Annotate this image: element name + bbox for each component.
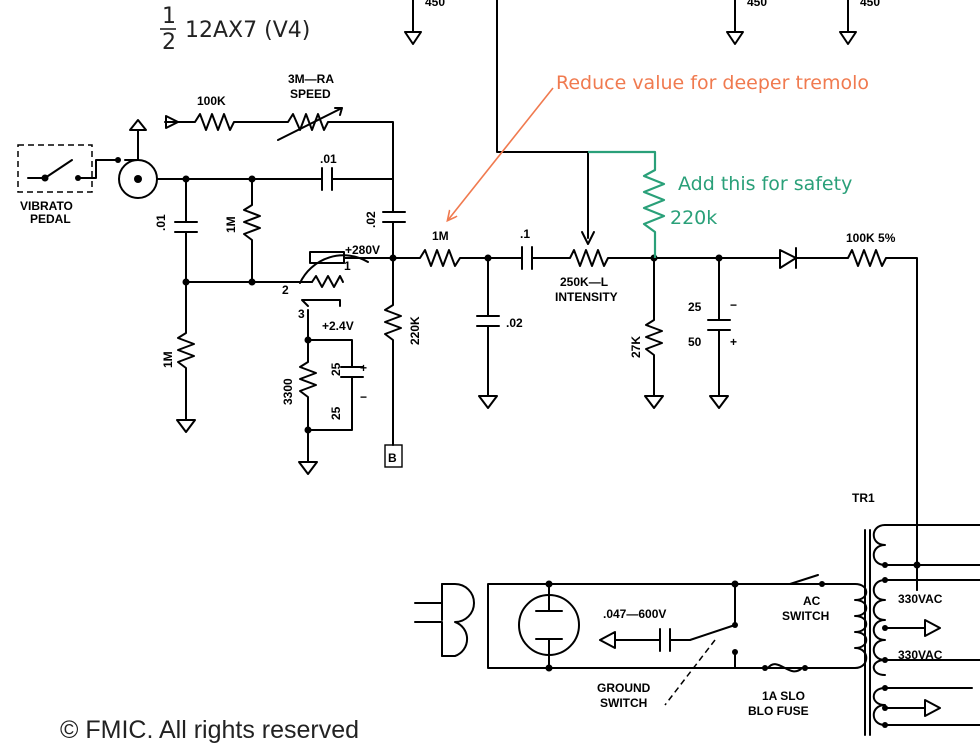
vibrato-pedal: VIBRATO PEDAL xyxy=(17,144,119,226)
top-ground-symbols: 450 450 450 xyxy=(404,0,880,153)
r-100k-top-label: 100K xyxy=(197,94,226,108)
pin-2: 2 xyxy=(282,283,289,297)
ac-switch-label-1: AC xyxy=(803,594,821,608)
top-voltage-c: 450 xyxy=(860,0,880,9)
node-b-label: B xyxy=(388,451,397,465)
ground-switch-label-1: GROUND xyxy=(597,681,651,695)
c-01-top-label: .01 xyxy=(320,152,337,166)
c-25-top-label: 25 xyxy=(329,362,343,376)
fuse-label-2: BLO FUSE xyxy=(748,704,809,718)
plate-voltage: +280V xyxy=(345,243,380,257)
r-3300-label: 3300 xyxy=(281,378,295,405)
cathode-voltage: +2.4V xyxy=(322,319,354,333)
filter-cap-plus: + xyxy=(730,335,737,349)
reduce-note: Reduce value for deeper tremolo xyxy=(556,72,869,94)
c-25-50-bot-label: 50 xyxy=(688,335,702,349)
speed-pot-name: SPEED xyxy=(290,87,331,101)
reduce-annotation: Reduce value for deeper tremolo xyxy=(448,72,869,220)
r-1m-series-label: 1M xyxy=(432,229,449,243)
ac-switch-label-2: SWITCH xyxy=(782,609,829,623)
pin-1: 1 xyxy=(344,259,351,273)
speed-network: 100K 3M—RA SPEED xyxy=(164,72,394,213)
c-01-left-label: .01 xyxy=(154,214,168,231)
ground-switch-label-2: SWITCH xyxy=(600,696,647,710)
c-25-50-top-label: 25 xyxy=(688,300,702,314)
fuse-label-1: 1A SLO xyxy=(762,689,805,703)
r-27k-label: 27K xyxy=(629,336,643,358)
intensity-value: 250K—L xyxy=(560,275,608,289)
add-note: Add this for safety xyxy=(678,173,852,195)
r-100k-5pct-label: 100K 5% xyxy=(846,231,896,245)
top-voltage-a: 450 xyxy=(425,0,445,9)
cathode-cap-minus: − xyxy=(360,390,367,404)
copyright: © FMIC. All rights reserved xyxy=(60,716,359,744)
c-1-label: .1 xyxy=(520,227,530,241)
r-1m-b-label: 1M xyxy=(161,351,175,368)
tr1-label: TR1 xyxy=(852,491,875,505)
r-220k-plate-label: 220K xyxy=(408,316,422,345)
top-voltage-b: 450 xyxy=(747,0,767,9)
pedal-label-1: VIBRATO xyxy=(20,199,73,213)
add-safety-annotation: Add this for safety 220k xyxy=(588,150,852,258)
power-section: .047—600V AC SWITCH GROUND SWITCH 1A SLO… xyxy=(414,491,980,736)
intensity-network: 1M .1 .02 250K—L INTENSITY 27K 25 50 − +… xyxy=(392,151,918,591)
tube-fraction-num: 1 xyxy=(162,4,176,29)
speed-pot-value: 3M—RA xyxy=(288,72,334,86)
pedal-jack xyxy=(115,119,158,199)
filter-cap-minus: − xyxy=(730,298,737,312)
add-value: 220k xyxy=(670,207,717,229)
cap-047-label: .047—600V xyxy=(603,607,666,621)
c-02-shunt-label: .02 xyxy=(506,316,523,330)
vac-label-1: 330VAC xyxy=(898,592,943,606)
tube-stage: .02 +280V 1 2 3 +2.4V 220K B 3300 25 25 … xyxy=(281,211,422,475)
tube-title: 1 2 12AX7 (V4) xyxy=(160,4,310,55)
pin-3: 3 xyxy=(298,307,305,321)
intensity-name: INTENSITY xyxy=(555,290,618,304)
vac-label-2: 330VAC xyxy=(898,648,943,662)
tube-fraction-den: 2 xyxy=(162,30,176,55)
tube-label: 12AX7 (V4) xyxy=(185,18,310,43)
c-25-bot-label: 25 xyxy=(329,406,343,420)
pedal-label-2: PEDAL xyxy=(30,212,71,226)
cathode-cap-plus: + xyxy=(360,361,367,375)
phase-shift-network: .01 .01 1M 1M xyxy=(154,152,394,433)
r-1m-a-label: 1M xyxy=(224,216,238,233)
c-02-plate-label: .02 xyxy=(364,211,378,228)
